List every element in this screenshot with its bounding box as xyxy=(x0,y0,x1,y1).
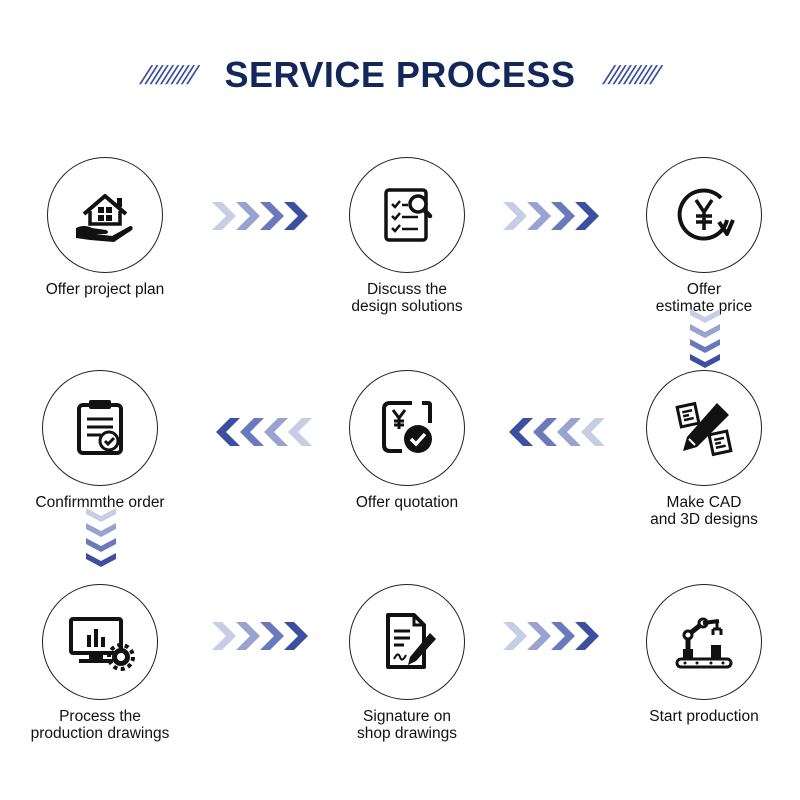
chevron-right-icon xyxy=(284,202,308,230)
step-label: Confirmmthe order xyxy=(35,494,165,511)
chevron-right-icon xyxy=(503,202,527,230)
chevrons-down xyxy=(86,508,116,567)
chevron-down-icon xyxy=(86,538,116,552)
chevron-right-icon xyxy=(236,202,260,230)
chevron-left-icon xyxy=(509,418,533,446)
chevron-right-icon xyxy=(551,202,575,230)
chevrons-right xyxy=(212,622,308,650)
step-label: Signature on shop drawings xyxy=(357,708,457,742)
chevron-left-icon xyxy=(264,418,288,446)
chevron-right-icon xyxy=(503,622,527,650)
chevron-right-icon xyxy=(527,622,551,650)
page-title: SERVICE PROCESS xyxy=(224,54,576,95)
step-label: Offer quotation xyxy=(355,494,459,511)
chevron-left-icon xyxy=(533,418,557,446)
arrows-down-1 xyxy=(688,309,722,369)
chevron-right-icon xyxy=(212,202,236,230)
arrows-right-1 xyxy=(212,200,312,232)
chevron-down-icon xyxy=(690,354,720,368)
chevron-left-icon xyxy=(240,418,264,446)
pencil-design-icon xyxy=(675,401,733,457)
step-label: Process the production drawings xyxy=(30,708,170,742)
step-process-drawings: Process the production drawings xyxy=(0,584,205,742)
chevron-left-icon xyxy=(288,418,312,446)
robot-arm-production-icon xyxy=(675,617,733,669)
chevron-right-icon xyxy=(260,622,284,650)
arrows-left-1 xyxy=(505,416,605,448)
monitor-chart-gear-icon xyxy=(69,617,135,671)
step-circle xyxy=(42,584,158,700)
chevron-right-icon xyxy=(527,202,551,230)
chevron-down-icon xyxy=(690,309,720,323)
right-slash-decoration: ////////// xyxy=(602,59,661,90)
chevron-right-icon xyxy=(575,202,599,230)
step-label: Offer estimate price xyxy=(655,281,753,315)
arrows-right-2 xyxy=(503,200,603,232)
arrows-right-3 xyxy=(212,620,312,652)
step-offer-project-plan: Offer project plan xyxy=(0,157,210,298)
step-circle xyxy=(646,584,762,700)
step-label: Make CAD and 3D designs xyxy=(650,494,758,528)
step-label: Discuss the design solutions xyxy=(351,281,463,315)
checklist-search-icon xyxy=(384,188,433,242)
step-circle xyxy=(42,370,158,486)
step-start-production: Start production xyxy=(599,584,800,725)
arrows-left-2 xyxy=(212,416,312,448)
chevron-right-icon xyxy=(284,622,308,650)
yen-document-check-icon xyxy=(382,401,432,453)
step-discuss-design: Discuss the design solutions xyxy=(302,157,512,315)
chevron-right-icon xyxy=(575,622,599,650)
step-circle xyxy=(47,157,163,273)
chevrons-right xyxy=(503,202,599,230)
chevron-left-icon xyxy=(557,418,581,446)
chevron-down-icon xyxy=(86,508,116,522)
chevrons-right xyxy=(212,202,308,230)
document-signature-icon xyxy=(386,613,436,669)
chevron-left-icon xyxy=(216,418,240,446)
step-circle xyxy=(349,370,465,486)
step-offer-quotation: Offer quotation xyxy=(302,370,512,511)
step-circle xyxy=(349,584,465,700)
chevron-right-icon xyxy=(551,622,575,650)
chevron-down-icon xyxy=(86,553,116,567)
chevrons-right xyxy=(503,622,599,650)
chevron-down-icon xyxy=(690,339,720,353)
arrows-down-2 xyxy=(84,508,118,568)
step-make-cad: Make CAD and 3D designs xyxy=(599,370,800,528)
chevrons-left xyxy=(216,418,312,446)
chevron-right-icon xyxy=(260,202,284,230)
step-signature: Signature on shop drawings xyxy=(302,584,512,742)
arrows-right-4 xyxy=(503,620,603,652)
step-circle xyxy=(349,157,465,273)
chevron-down-icon xyxy=(690,324,720,338)
yen-coin-icon xyxy=(677,188,735,241)
left-slash-decoration: ////////// xyxy=(139,59,198,90)
chevron-down-icon xyxy=(86,523,116,537)
header: ////////// SERVICE PROCESS ////////// xyxy=(0,48,800,102)
house-in-hand-icon xyxy=(76,194,133,242)
chevron-right-icon xyxy=(236,622,260,650)
step-label: Start production xyxy=(649,708,759,725)
step-confirm-order: Confirmmthe order xyxy=(0,370,205,511)
step-circle xyxy=(646,370,762,486)
step-circle xyxy=(646,157,762,273)
step-label: Offer project plan xyxy=(45,281,165,298)
clipboard-check-icon xyxy=(77,400,123,455)
chevrons-down xyxy=(690,309,720,368)
step-offer-estimate: Offer estimate price xyxy=(599,157,800,315)
chevrons-left xyxy=(509,418,605,446)
chevron-left-icon xyxy=(581,418,605,446)
chevron-right-icon xyxy=(212,622,236,650)
